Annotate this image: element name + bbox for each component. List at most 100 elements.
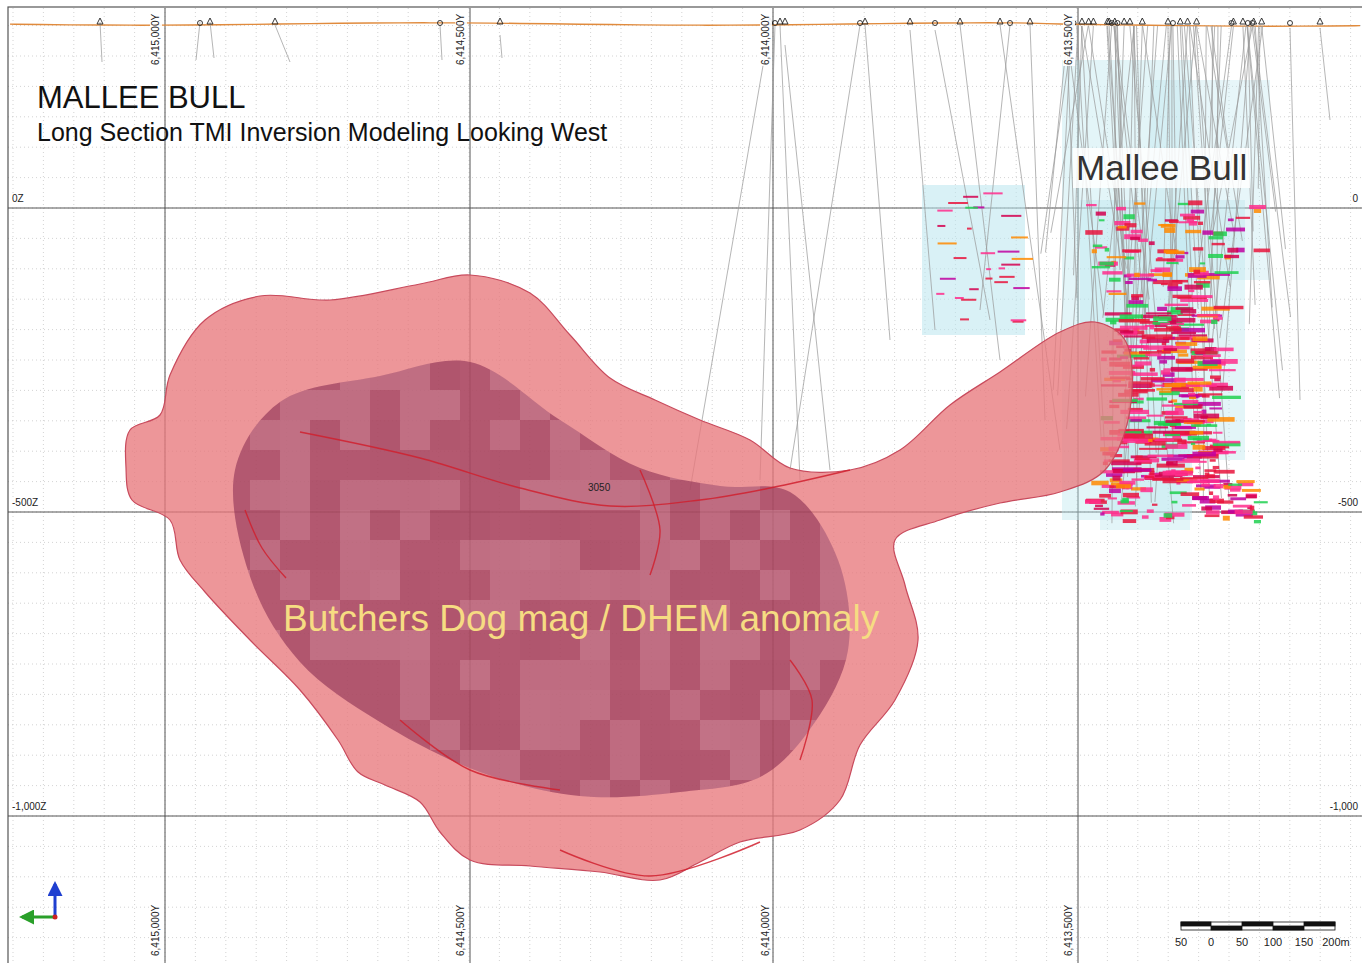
- assay-interval: [1152, 504, 1157, 506]
- inversion-voxel: [700, 510, 730, 540]
- elevation-label: 0Z: [12, 193, 24, 205]
- inversion-voxel: [250, 450, 280, 480]
- inversion-voxel: [370, 780, 400, 810]
- scale-bar-segment: [1181, 922, 1211, 926]
- collar-symbol: [272, 18, 278, 24]
- assay-interval: [1161, 370, 1170, 374]
- assay-interval: [1123, 493, 1139, 497]
- drillhole-trace: [1247, 26, 1282, 370]
- assay-interval: [1119, 319, 1150, 322]
- assay-interval: [1156, 388, 1171, 390]
- inversion-voxel: [610, 720, 640, 750]
- inversion-voxel: [460, 720, 490, 750]
- assay-interval: [1161, 458, 1184, 461]
- inversion-voxel: [580, 780, 610, 810]
- assay-interval: [1181, 492, 1200, 496]
- inversion-voxel: [400, 540, 430, 570]
- inversion-voxel: [550, 360, 580, 390]
- inversion-voxel: [820, 480, 850, 510]
- inversion-voxel: [280, 540, 310, 570]
- inversion-voxel: [520, 540, 550, 570]
- inversion-voxel: [790, 540, 820, 570]
- model-block: [922, 185, 1025, 335]
- inversion-voxel: [610, 450, 640, 480]
- assay-interval: [1203, 354, 1221, 357]
- inversion-voxel: [580, 720, 610, 750]
- assay-interval: [1226, 228, 1245, 232]
- assay-interval: [1213, 432, 1223, 434]
- inversion-voxel: [310, 660, 340, 690]
- collar-symbol: [1194, 18, 1200, 24]
- grid-line: [1320, 8, 1321, 963]
- inversion-voxel: [250, 720, 280, 750]
- inversion-voxel: [490, 390, 520, 420]
- scale-label: 100: [1264, 936, 1282, 949]
- assay-interval: [1207, 474, 1215, 478]
- grid-line: [104, 8, 105, 963]
- inversion-voxel: [310, 570, 340, 600]
- assay-interval: [1189, 221, 1197, 225]
- assay-interval: [1185, 230, 1201, 233]
- assay-interval: [1213, 231, 1227, 236]
- inversion-voxel: [700, 390, 730, 420]
- assay-interval: [1191, 210, 1204, 214]
- inversion-voxel: [820, 750, 850, 780]
- collar-symbol: [1251, 18, 1257, 24]
- assay-interval: [1129, 389, 1155, 392]
- assay-interval: [1230, 489, 1241, 492]
- assay-interval: [1159, 391, 1180, 395]
- grid-line: [8, 907, 1362, 908]
- assay-interval: [1125, 281, 1133, 284]
- assay-interval: [1109, 278, 1121, 282]
- inversion-voxel: [760, 510, 790, 540]
- grid-line: [8, 937, 1362, 938]
- assay-interval: [981, 252, 995, 254]
- assay-interval: [1146, 397, 1167, 400]
- inversion-voxel: [580, 420, 610, 450]
- assay-interval: [1118, 226, 1127, 229]
- inversion-voxel: [580, 450, 610, 480]
- inversion-voxel: [640, 450, 670, 480]
- inversion-voxel: [610, 750, 640, 780]
- inversion-voxel: [220, 450, 250, 480]
- inversion-voxel: [670, 390, 700, 420]
- assay-interval: [965, 207, 978, 209]
- assay-interval: [1194, 414, 1220, 419]
- assay-interval: [1192, 496, 1209, 500]
- drillhole-trace: [1262, 26, 1286, 249]
- northing-label: 6,414,500Y: [455, 13, 467, 66]
- inversion-voxel: [370, 540, 400, 570]
- inversion-voxel: [670, 360, 700, 390]
- assay-interval: [1181, 309, 1197, 313]
- inversion-voxel: [550, 750, 580, 780]
- assay-interval: [1131, 294, 1143, 297]
- elevation-label: -500: [1338, 497, 1358, 509]
- inversion-voxel: [280, 360, 310, 390]
- assay-interval: [1212, 243, 1225, 245]
- assay-interval: [1130, 237, 1140, 240]
- collar-symbol: [997, 18, 1003, 24]
- assay-interval: [937, 210, 952, 212]
- assay-interval: [1153, 316, 1171, 321]
- drillhole-trace: [790, 25, 860, 470]
- collar-symbol: [1185, 18, 1191, 24]
- inversion-voxel: [250, 570, 280, 600]
- inversion-voxel: [700, 540, 730, 570]
- inversion-voxel: [340, 390, 370, 420]
- assay-interval: [1250, 506, 1254, 511]
- drillhole-trace: [1207, 26, 1242, 241]
- northing-label: 6,413,500Y: [1063, 13, 1075, 66]
- isosurface-edge: [400, 720, 560, 790]
- inversion-voxel: [610, 510, 640, 540]
- assay-interval: [1086, 204, 1097, 206]
- northing-label: 6,414,000Y: [760, 13, 772, 66]
- inversion-voxel: [850, 420, 880, 450]
- inversion-voxel: [640, 390, 670, 420]
- assay-interval: [1193, 366, 1222, 369]
- drillhole-trace: [1247, 26, 1280, 398]
- inversion-voxel: [760, 570, 790, 600]
- inversion-voxel: [520, 570, 550, 600]
- inversion-voxel: [280, 390, 310, 420]
- assay-interval: [1176, 359, 1195, 364]
- scale-bar-segment: [1273, 926, 1304, 930]
